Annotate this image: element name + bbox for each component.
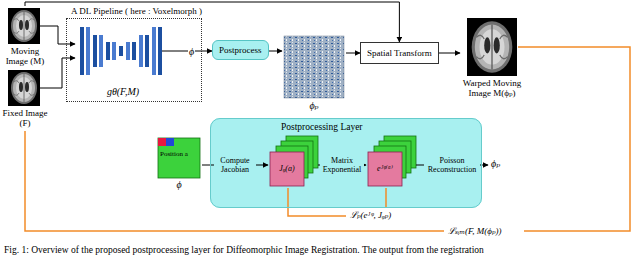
output-symbol: ϕₚ xyxy=(488,158,500,169)
image-panel: Warped Moving Image M(ϕₚ) xyxy=(460,16,524,98)
output-label: ϕₚ xyxy=(491,158,500,169)
tensor-label: eᴶᵠ⁽ᵃ⁾ xyxy=(368,152,402,186)
process-box: Postprocess xyxy=(212,40,269,60)
network-label: gθ(F,M) xyxy=(107,86,139,97)
tensor-label: Jᵩ(a) xyxy=(270,152,304,186)
image-caption: Moving Image (M) xyxy=(2,46,48,66)
field-symbol: ϕ xyxy=(156,180,202,190)
edge-label-holder: ϕ xyxy=(188,46,195,57)
flow-arrow xyxy=(439,53,460,54)
field-grid: Position aϕ xyxy=(156,136,202,194)
displacement-grid xyxy=(158,138,200,178)
loss-label: ℒₚ(eᴶᵠ, Jᵩₚ) xyxy=(350,210,391,221)
edge-label-holder: Compute Jacobian xyxy=(214,156,256,174)
flow-arrow xyxy=(48,58,75,88)
flow-arrow xyxy=(25,2,399,42)
warped-brain-image xyxy=(467,18,517,76)
process-box: Spatial Transform xyxy=(360,42,439,64)
image-caption: Warped Moving Image M(ϕₚ) xyxy=(460,78,524,98)
pipeline-group: A DL Pipeline ( here : Voxelmorph )gθ(F,… xyxy=(66,18,202,102)
exponential-stack xyxy=(368,136,416,186)
process-label: Postprocess xyxy=(219,45,262,55)
wire-stub xyxy=(40,26,48,27)
edge-label: Compute Jacobian xyxy=(214,156,256,174)
figure-caption: Fig. 1: Overview of the proposed postpro… xyxy=(4,244,484,256)
image-panel: Moving Image (M) xyxy=(2,6,48,66)
unet-network xyxy=(80,27,171,75)
label-holder: ℒₛᵢₘ(F, M(ϕₚ)) xyxy=(448,226,502,237)
tensor-stack: Jᵩ(a) xyxy=(268,136,318,196)
image-caption: ϕₚ xyxy=(282,100,346,111)
jacobian-stack xyxy=(270,136,318,186)
fixed-brain-image xyxy=(8,70,40,106)
edge-label: ϕ xyxy=(188,46,195,57)
label-holder: ℒₚ(eᴶᵠ, Jᵩₚ) xyxy=(350,210,391,221)
image-panel: ϕₚ xyxy=(282,34,346,111)
edge-label: Poisson Reconstruction xyxy=(424,156,480,174)
network-block: gθ(F,M) xyxy=(75,23,171,97)
caption-holder: Fig. 1: Overview of the proposed postpro… xyxy=(4,244,484,256)
loss-wires xyxy=(25,47,630,231)
panel-title: Postprocessing Layer xyxy=(281,122,551,132)
edge-label: Matrix Exponential xyxy=(320,156,364,174)
image-caption: Fixed Image (F) xyxy=(2,108,48,128)
image-panel: Fixed Image (F) xyxy=(2,68,48,128)
moving-brain-image xyxy=(8,8,40,44)
flow-arrow xyxy=(48,26,75,44)
deformation-field-image xyxy=(284,36,344,98)
position-label: Position a xyxy=(160,150,206,158)
flow-arrow xyxy=(346,53,360,54)
edge-label-holder: Matrix Exponential xyxy=(320,156,364,174)
wire-stub xyxy=(40,88,48,89)
process-label: Spatial Transform xyxy=(367,48,432,58)
group-title: A DL Pipeline ( here : Voxelmorph ) xyxy=(71,6,205,16)
edge-label-holder: Poisson Reconstruction xyxy=(424,156,480,174)
loss-label: ℒₛᵢₘ(F, M(ϕₚ)) xyxy=(448,226,502,237)
tensor-stack: eᴶᵠ⁽ᵃ⁾ xyxy=(366,136,416,196)
flow-arrow xyxy=(269,51,283,52)
